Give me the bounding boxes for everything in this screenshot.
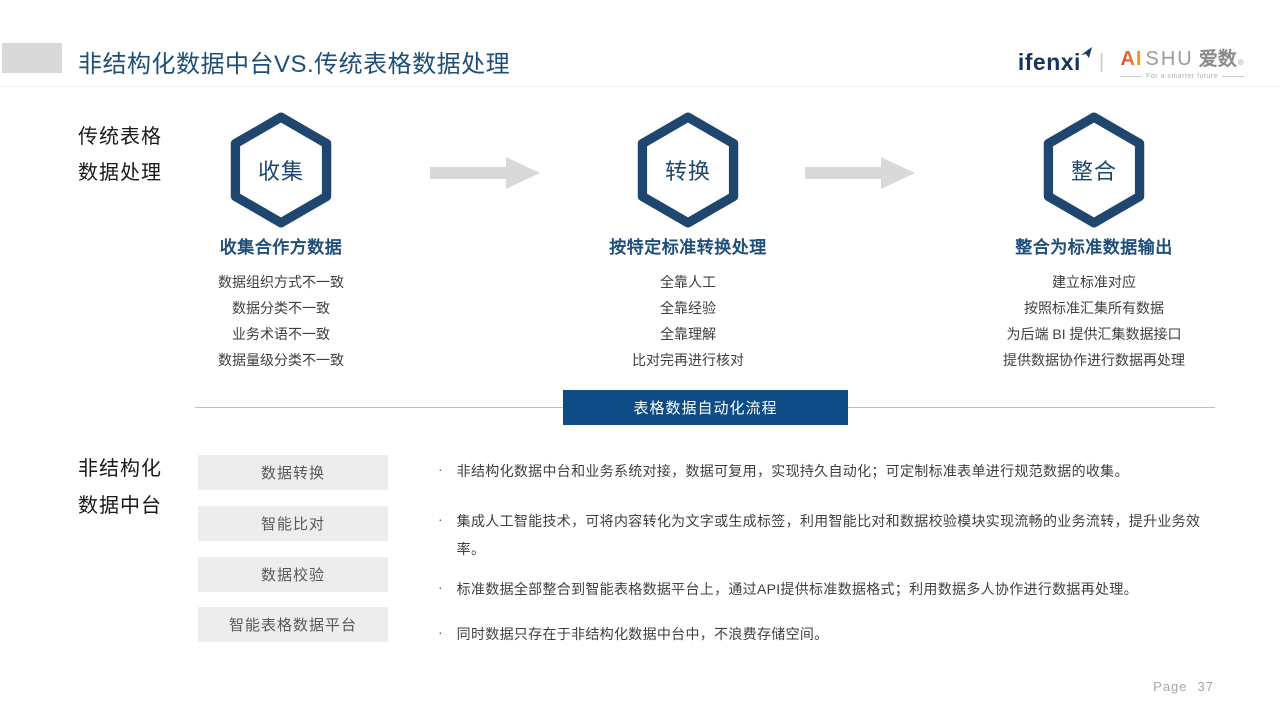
flow-arrow-icon	[430, 157, 540, 189]
page-number: Page 37	[1153, 679, 1214, 694]
bullet-text: 标准数据全部整合到智能表格数据平台上，通过API提供标准数据格式；利用数据多人协…	[456, 581, 1138, 597]
tagline-dash-right	[1222, 76, 1244, 77]
hexagon-integrate-label: 整合	[1070, 159, 1117, 184]
step-heading: 收集合作方数据	[219, 238, 343, 257]
hexagon-collect-label: 收集	[257, 159, 304, 184]
step-item-list: 建立标准对应 按照标准汇集所有数据 为后端 BI 提供汇集数据接口 提供数据协作…	[934, 269, 1254, 373]
logo-group: ifenxi | AI SHU 爱数 ® For a smarter futur…	[1018, 44, 1248, 80]
bullet-dot: ·	[438, 511, 443, 527]
step-item: 为后端 BI 提供汇集数据接口	[1006, 326, 1182, 342]
hexagon-transform-label: 转换	[664, 159, 711, 184]
ifenxi-logo: ifenxi	[1017, 46, 1095, 76]
header-divider	[0, 86, 1280, 87]
ifenxi-wordmark: ifenxi	[1017, 48, 1081, 75]
hexagon-shape	[637, 112, 739, 228]
step-item-list: 全靠人工 全靠经验 全靠理解 比对完再进行核对	[528, 269, 848, 373]
step-item: 数据组织方式不一致	[218, 274, 344, 290]
flow-arrow-icon	[805, 157, 915, 189]
step-column-collect: 收集合作方数据 数据组织方式不一致 数据分类不一致 业务术语不一致 数据量级分类…	[121, 233, 441, 373]
unstructured-label-line2: 数据中台	[78, 495, 162, 517]
bullet-dot: ·	[438, 624, 443, 640]
hexagon-shape	[230, 112, 332, 228]
step-column-integrate: 整合为标准数据输出 建立标准对应 按照标准汇集所有数据 为后端 BI 提供汇集数…	[934, 233, 1254, 373]
traditional-label-line2: 数据处理	[78, 162, 162, 184]
bullet-item: · 同时数据只存在于非结构化数据中台中，不浪费存储空间。	[438, 620, 1228, 648]
automation-banner: 表格数据自动化流程	[563, 390, 848, 425]
module-smart-compare: 智能比对	[198, 506, 388, 541]
aishu-shu-text: SHU	[1145, 48, 1194, 70]
aishu-ai-text: AI	[1120, 48, 1143, 70]
aishu-logo: AI SHU 爱数 ® For a smarter future	[1116, 44, 1248, 80]
bullet-text: 集成人工智能技术，可将内容转化为文字或生成标签，利用智能比对和数据校验模块实现流…	[456, 513, 1201, 557]
aishu-registered-mark: ®	[1237, 58, 1244, 67]
step-column-transform: 按特定标准转换处理 全靠人工 全靠经验 全靠理解 比对完再进行核对	[528, 233, 848, 373]
traditional-label-line1: 传统表格	[78, 126, 162, 148]
step-item: 按照标准汇集所有数据	[1024, 300, 1164, 316]
module-data-validate: 数据校验	[198, 557, 388, 592]
aishu-tagline: For a smarter future	[1116, 73, 1248, 80]
page-label: Page	[1153, 679, 1188, 694]
page-number-value: 37	[1197, 679, 1214, 694]
bullet-text: 非结构化数据中台和业务系统对接，数据可复用，实现持久自动化；可定制标准表单进行规…	[456, 463, 1129, 479]
tagline-dash-left	[1120, 76, 1143, 77]
step-heading: 按特定标准转换处理	[609, 238, 767, 257]
step-item: 数据分类不一致	[232, 300, 330, 316]
ifenxi-arrow-icon	[1080, 46, 1092, 58]
hexagon-collect: 收集	[229, 112, 333, 228]
aishu-wordmark: AI SHU 爱数 ®	[1120, 44, 1243, 71]
unstructured-label-line1: 非结构化	[78, 458, 162, 480]
module-smart-table-platform: 智能表格数据平台	[198, 607, 388, 642]
module-data-transform: 数据转换	[198, 455, 388, 490]
aishu-cn-text: 爱数	[1198, 49, 1237, 70]
step-item: 提供数据协作进行数据再处理	[1003, 352, 1185, 368]
bullet-item: · 标准数据全部整合到智能表格数据平台上，通过API提供标准数据格式；利用数据多…	[438, 575, 1228, 603]
bullet-item: · 非结构化数据中台和业务系统对接，数据可复用，实现持久自动化；可定制标准表单进…	[438, 457, 1228, 485]
step-item-list: 数据组织方式不一致 数据分类不一致 业务术语不一致 数据量级分类不一致	[121, 269, 441, 373]
step-item: 数据量级分类不一致	[218, 352, 344, 368]
step-item: 全靠经验	[660, 300, 716, 316]
step-item: 建立标准对应	[1052, 274, 1136, 290]
hexagon-shape	[1043, 112, 1145, 228]
bullet-item: · 集成人工智能技术，可将内容转化为文字或生成标签，利用智能比对和数据校验模块实…	[438, 507, 1228, 563]
decorative-rect	[2, 43, 62, 73]
step-heading: 整合为标准数据输出	[1015, 238, 1173, 257]
page-title: 非结构化数据中台VS.传统表格数据处理	[78, 51, 511, 78]
bullet-dot: ·	[438, 461, 443, 477]
step-item: 全靠理解	[660, 326, 716, 342]
bullet-text: 同时数据只存在于非结构化数据中台中，不浪费存储空间。	[456, 626, 829, 642]
hexagon-transform: 转换	[636, 112, 740, 228]
step-item: 比对完再进行核对	[632, 352, 744, 368]
bullet-dot: ·	[438, 579, 443, 595]
step-item: 全靠人工	[660, 274, 716, 290]
aishu-tagline-text: For a smarter future	[1146, 73, 1218, 80]
step-item: 业务术语不一致	[232, 326, 330, 342]
logo-divider: |	[1098, 50, 1105, 73]
hexagon-integrate: 整合	[1042, 112, 1146, 228]
